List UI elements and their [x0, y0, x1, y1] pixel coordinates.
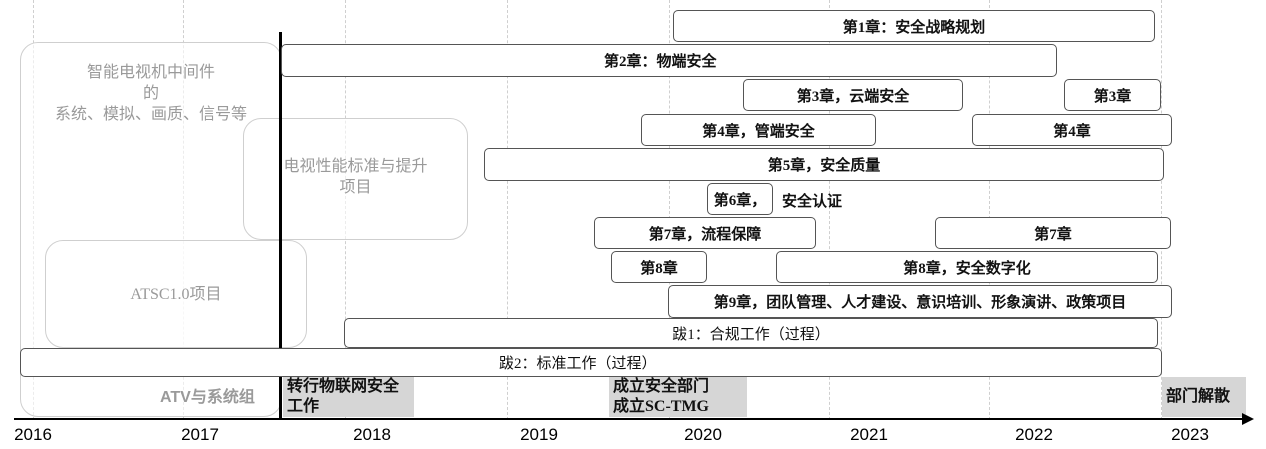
year-label-2022: 2022 [1015, 425, 1053, 444]
pivot-divider-line [279, 32, 282, 418]
grid-line-2021 [829, 0, 830, 420]
bar-chapter-2: 第2章：物端安全 [281, 44, 1057, 77]
bar-chapter-5: 第5章，安全质量 [484, 148, 1164, 181]
bar-postscript-1: 跋1：合规工作（过程） [344, 318, 1158, 348]
bar-chapter-3-first: 第3章，云端安全 [743, 79, 963, 111]
year-label-2018: 2018 [353, 425, 391, 444]
milestone-dissolve-label: 部门解散 [1166, 388, 1231, 405]
bar-chapter-1: 第1章：安全战略规划 [673, 10, 1155, 42]
bar-chapter-4-first: 第4章，管端安全 [641, 114, 876, 146]
bar-chapter-9: 第9章，团队管理、人才建设、意识培训、形象演讲、政策项目 [668, 285, 1172, 318]
bar-chapter-8-second: 第8章，安全数字化 [776, 251, 1158, 283]
tv-performance-group-box: 电视性能标准与提升 项目 [243, 118, 468, 240]
atsc-group-box: ATSC1.0项目 [45, 240, 307, 348]
bar-chapter-7-second: 第7章 [935, 217, 1171, 249]
middleware-line2: 的 [142, 84, 159, 102]
tv-performance-line1: 电视性能标准与提升 [283, 158, 428, 175]
bar-chapter-4-second: 第4章 [972, 114, 1172, 146]
year-label-2020: 2020 [684, 425, 722, 444]
bar-chapter-3-second: 第3章 [1064, 79, 1161, 111]
year-label-2016: 2016 [14, 425, 52, 444]
bar-postscript-2: 跋2：标准工作（过程） [20, 348, 1162, 377]
bar-chapter-7-first: 第7章，流程保障 [594, 217, 816, 249]
tv-performance-line2: 项目 [339, 178, 372, 196]
grid-line-2023 [1161, 0, 1162, 420]
middleware-line1: 智能电视机中间件 [86, 64, 215, 81]
timeline-arrow-icon [1242, 413, 1254, 425]
middleware-line3: 系统、模拟、画质、信号等 [54, 105, 247, 123]
timeline-axis [14, 418, 1244, 420]
grid-line-2022 [989, 0, 990, 420]
milestone-iot-line2: 工作 [287, 398, 320, 415]
year-label-2017: 2017 [181, 425, 219, 444]
atv-group-label: ATV与系统组 [160, 389, 255, 406]
grid-line-2019 [507, 0, 508, 420]
bar-chapter-8-first: 第8章 [611, 251, 707, 283]
year-label-2019: 2019 [520, 425, 558, 444]
bar-chapter-6: 第6章， [707, 183, 773, 215]
chapter-6-suffix: 安全认证 [782, 194, 843, 210]
year-label-2021: 2021 [850, 425, 888, 444]
milestone-dept-line1: 成立安全部门 [613, 378, 710, 395]
grid-line-2020 [669, 0, 670, 420]
milestone-iot-line1: 转行物联网安全 [287, 378, 400, 395]
milestone-dept-line2: 成立SC-TMG [613, 398, 710, 415]
atsc-label: ATSC1.0项目 [130, 286, 222, 303]
milestone-security-department: 成立安全部门 成立SC-TMG [609, 377, 747, 417]
year-label-2023: 2023 [1171, 425, 1209, 444]
milestone-department-dissolved: 部门解散 [1162, 377, 1246, 417]
milestone-iot-security: 转行物联网安全 工作 [283, 377, 414, 417]
